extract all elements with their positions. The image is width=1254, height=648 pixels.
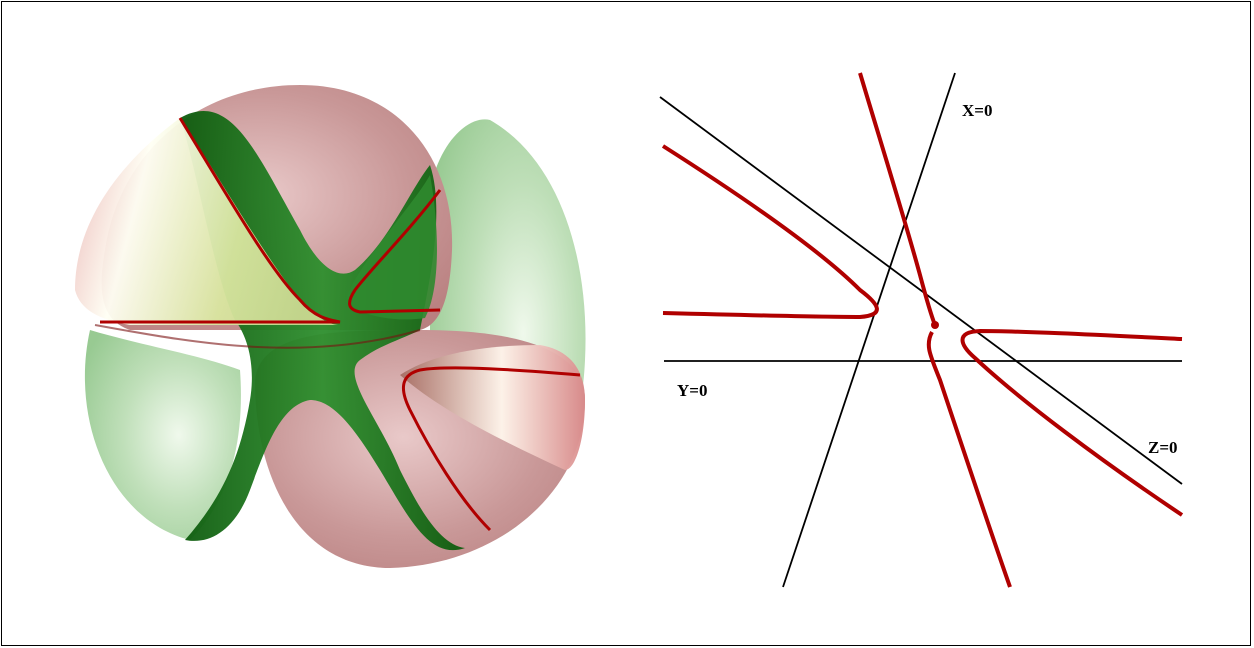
surface-curve-b [348, 189, 442, 314]
cream-sheet-right [400, 345, 585, 470]
surface-curve-c [401, 366, 581, 532]
surface-curve-a [100, 117, 341, 324]
plane-diagram: X=0 Y=0 Z=0 [659, 72, 1184, 588]
surface-illustration [75, 85, 586, 568]
curve-isolated-point [931, 321, 939, 329]
curve-branch-lower [926, 331, 1012, 588]
green-saddle [180, 111, 465, 551]
curve-branch-right [960, 328, 1184, 517]
curve-branch-upper [858, 72, 937, 326]
surface-rim [94, 324, 421, 349]
green-sheet-left [84, 330, 241, 540]
curve-branch-left [661, 144, 879, 320]
label-x0: X=0 [962, 101, 992, 120]
line-z0 [659, 96, 1183, 485]
label-y0: Y=0 [677, 381, 707, 400]
cream-sheet-left [75, 118, 340, 325]
label-z0: Z=0 [1148, 438, 1178, 457]
line-x0 [782, 72, 956, 588]
